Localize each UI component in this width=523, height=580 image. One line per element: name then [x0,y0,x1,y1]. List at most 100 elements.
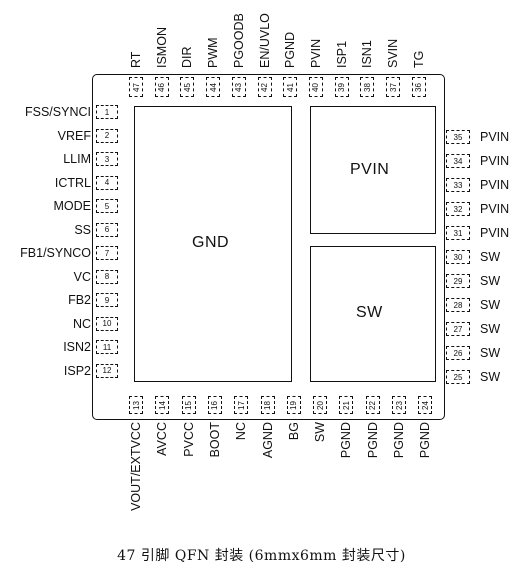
pin-name: ISP2 [63,363,91,378]
pin-number-box: 46 [154,77,169,97]
pin-number-box: 31 [446,226,470,240]
pin-name: SW [480,298,501,312]
pin-number-box: 15 [181,396,196,414]
pin-number-box: 40 [308,77,323,97]
pin-number-box: 8 [96,269,118,284]
pin-name: SS [74,222,91,237]
pin-number: 14 [157,400,167,410]
pin-number: 28 [453,300,463,310]
package-outline [92,74,445,420]
pin-number: 17 [236,400,246,410]
pin-name: VOUT/EXTVCC [129,422,143,511]
pin-number: 34 [453,156,463,166]
pin-number-box: 37 [386,77,400,97]
pin-name: PVIN [480,178,510,192]
pvin-pad [310,106,436,234]
pin-number: 15 [184,400,194,410]
pin-number-box: 28 [446,298,470,312]
pin-number-box: 38 [360,77,375,97]
pin-number-box: 21 [339,396,354,414]
pvin-pad-label: PVIN [350,161,390,178]
pin-number: 27 [453,324,463,334]
pin-number: 3 [104,154,110,164]
pin-number-box: 26 [446,346,470,360]
pin-number: 9 [104,295,110,305]
pin-number: 1 [104,107,110,117]
pin-number: 42 [260,82,269,92]
pin-number: 2 [104,131,110,140]
pin-name: VC [73,269,91,284]
pin-number: 46 [157,82,167,92]
pin-number-box: 7 [96,246,118,260]
pin-number-box: 14 [155,396,170,414]
pin-name: ISN1 [360,40,375,68]
pin-number-box: 23 [392,396,406,414]
pin-number: 43 [234,82,244,92]
pin-number-box: 33 [446,178,470,192]
pin-number: 12 [102,366,112,375]
pin-number: 11 [102,342,112,352]
pin-name: TG [411,50,426,68]
pin-number: 40 [311,82,321,92]
pin-number-box: 24 [418,396,433,414]
pin-number: 29 [453,276,463,286]
pin-number: 23 [394,400,404,410]
pin-number: 38 [362,82,372,92]
pin-name: PVCC [181,422,196,457]
pin-number: 5 [104,201,110,211]
pin-name: SW [480,370,501,384]
pin-number: 4 [104,178,110,187]
pin-name: AGND [260,422,275,459]
pin-number: 18 [263,400,272,410]
pin-number-box: 3 [96,152,118,166]
pin-number-box: 43 [231,77,246,97]
pin-number-box: 10 [96,316,118,331]
pin-number: 7 [104,248,110,258]
pin-number-box: 18 [260,396,275,414]
pin-number: 13 [131,400,141,410]
pin-number: 24 [420,400,430,410]
pin-number-box: 42 [257,77,272,97]
pin-number-box: 6 [96,222,118,237]
pin-name: FSS/SYNCI [25,105,91,119]
pin-number-box: 5 [96,199,118,213]
pin-name: ISP1 [334,40,349,68]
gnd-pad-label: GND [192,234,230,251]
pin-number: 20 [315,400,325,410]
pin-name: AVCC [155,422,170,456]
pin-name: NC [72,316,91,331]
pin-name: FB1/SYNCO [20,246,91,260]
pin-name: PVIN [480,154,510,168]
pin-name: PVIN [480,130,510,144]
pin-number: 21 [341,400,351,410]
pin-number-box: 44 [206,77,221,97]
pin-number-box: 39 [334,77,349,97]
pin-name: PVIN [480,226,510,240]
pin-name: SW [313,422,328,443]
pin-name: PGOODB [231,13,246,68]
pin-number: 26 [453,348,463,358]
pin-number-box: 12 [96,363,118,378]
pin-name: DIR [180,46,195,68]
pin-name: SW [480,274,501,288]
pin-number-box: 17 [234,396,249,414]
pin-number: 6 [104,225,110,234]
pin-number-box: 4 [96,175,118,190]
pin-number: 35 [453,132,463,142]
pin-number-box: 45 [180,77,195,97]
pin-number: 19 [289,400,299,410]
sw-pad-label: SW [356,304,383,321]
pin-number-box: 19 [286,396,301,414]
pin-number: 33 [453,180,463,190]
pin-name: EN/UVLO [257,13,272,68]
pin-name: SVIN [386,38,400,68]
pin-number-box: 20 [313,396,328,414]
pin-name: PGND [283,31,298,68]
pin-number: 41 [285,82,295,92]
pin-name: ISMON [154,27,169,68]
pin-name: MODE [53,199,92,213]
pin-number: 31 [453,228,463,238]
pin-number: 25 [453,372,463,382]
pin-number-box: 13 [129,396,143,414]
pin-number: 10 [102,319,112,328]
